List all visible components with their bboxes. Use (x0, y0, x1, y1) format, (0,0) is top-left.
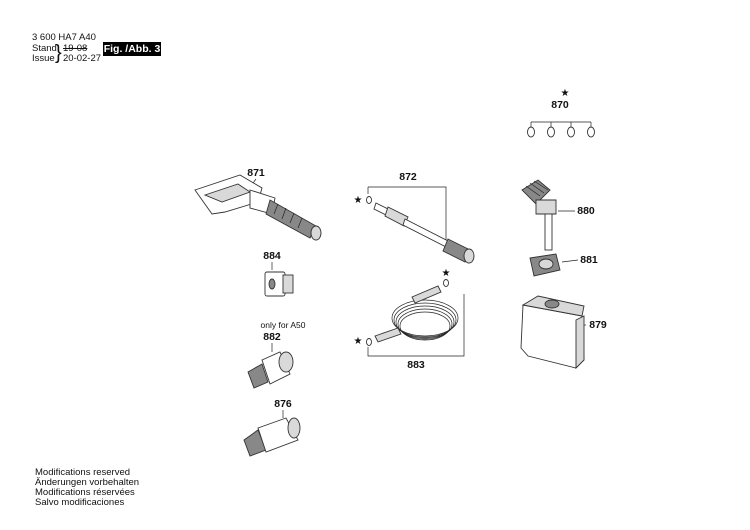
gun-barrel (265, 199, 317, 239)
hose-coil-4 (397, 308, 453, 340)
brace-symbol: } (55, 42, 62, 64)
part-879-detergent-tank: 879 (520, 295, 607, 370)
head-ribs (525, 180, 549, 197)
part-881-cap: 881 (529, 253, 598, 277)
part-number-876: 876 (274, 398, 292, 410)
part-number-884: 884 (263, 250, 281, 262)
nozzle-end (278, 351, 294, 373)
tank-filler (544, 299, 560, 309)
leader-870 (530, 121, 592, 128)
part-882-nozzle: only for A50 882 (247, 320, 306, 389)
bracket-883 (367, 294, 465, 357)
part-880-suction-attachment: 880 (521, 179, 595, 251)
adapter-bore (268, 278, 276, 290)
part-number-871: 871 (247, 167, 265, 179)
o-ring-4 (587, 126, 595, 138)
o-ring-2 (547, 126, 555, 138)
part-number-872: 872 (399, 171, 417, 183)
part-number-883: 883 (407, 359, 425, 371)
barrel-ribs (273, 203, 303, 229)
hose-coil-2 (393, 302, 457, 338)
part-870-o-rings: ★ 870 (527, 88, 595, 138)
lance-o-ring (366, 196, 372, 204)
bracket-872 (367, 186, 447, 248)
part-883-hose: ★ 883 ★ (354, 268, 465, 371)
footer-line-3: Modifications réservées (35, 487, 135, 498)
attachment-head (521, 179, 551, 205)
attachment-body (535, 199, 557, 215)
part-number-880: 880 (577, 205, 595, 217)
figure-label: Fig. /Abb. 3 (103, 42, 161, 56)
hose-fitting-bottom (374, 327, 402, 343)
lance-nozzle-holder (442, 238, 471, 263)
part-884-adapter: 884 (263, 250, 294, 297)
issue-value: 20-02-27 (63, 53, 102, 64)
part-number-870: 870 (551, 99, 569, 111)
part-number-881: 881 (580, 254, 598, 266)
hose-o-ring-bottom (366, 338, 372, 346)
tank-side (575, 315, 585, 370)
star-marker-870: ★ (561, 88, 570, 99)
issue-label: Issue (32, 53, 55, 64)
nozzle-tip (247, 363, 269, 389)
cap-opening (538, 258, 554, 270)
o-ring-1 (527, 126, 535, 138)
star-marker-872: ★ (354, 195, 363, 206)
hose-fitting-top (411, 285, 442, 304)
star-marker-883-top: ★ (442, 268, 451, 279)
part-number-882: 882 (263, 331, 281, 343)
leader-881 (561, 259, 579, 263)
stand-label: Stand (32, 43, 57, 54)
o-ring-3 (567, 126, 575, 138)
attachment-tube (544, 213, 553, 251)
rotary-nozzle-end (287, 417, 301, 439)
footer-line-2: Änderungen vorbehalten (35, 477, 140, 488)
adapter-thread (282, 274, 294, 294)
footer-line-4: Salvo modificaciones (35, 497, 125, 508)
footer-line-1: Modifications reserved (35, 467, 131, 478)
note-only-for-a50: only for A50 (261, 320, 306, 330)
document-number: 3 600 HA7 A40 (32, 32, 96, 43)
hose-coil-3 (395, 305, 455, 339)
hose-o-ring-top (443, 279, 449, 287)
part-876-rotary-nozzle: 876 (243, 398, 301, 457)
lance-tube (402, 218, 453, 250)
barrel-end (310, 225, 322, 241)
part-872-lance: 872 ★ (354, 171, 475, 264)
hose-coil-1 (391, 299, 459, 337)
hose-coil-5 (399, 311, 451, 341)
stand-value: 19-08 (63, 43, 88, 54)
part-871-spray-gun: 871 (194, 167, 322, 241)
part-number-879: 879 (589, 319, 607, 331)
star-marker-883-bottom: ★ (354, 336, 363, 347)
lance-end (463, 248, 475, 264)
